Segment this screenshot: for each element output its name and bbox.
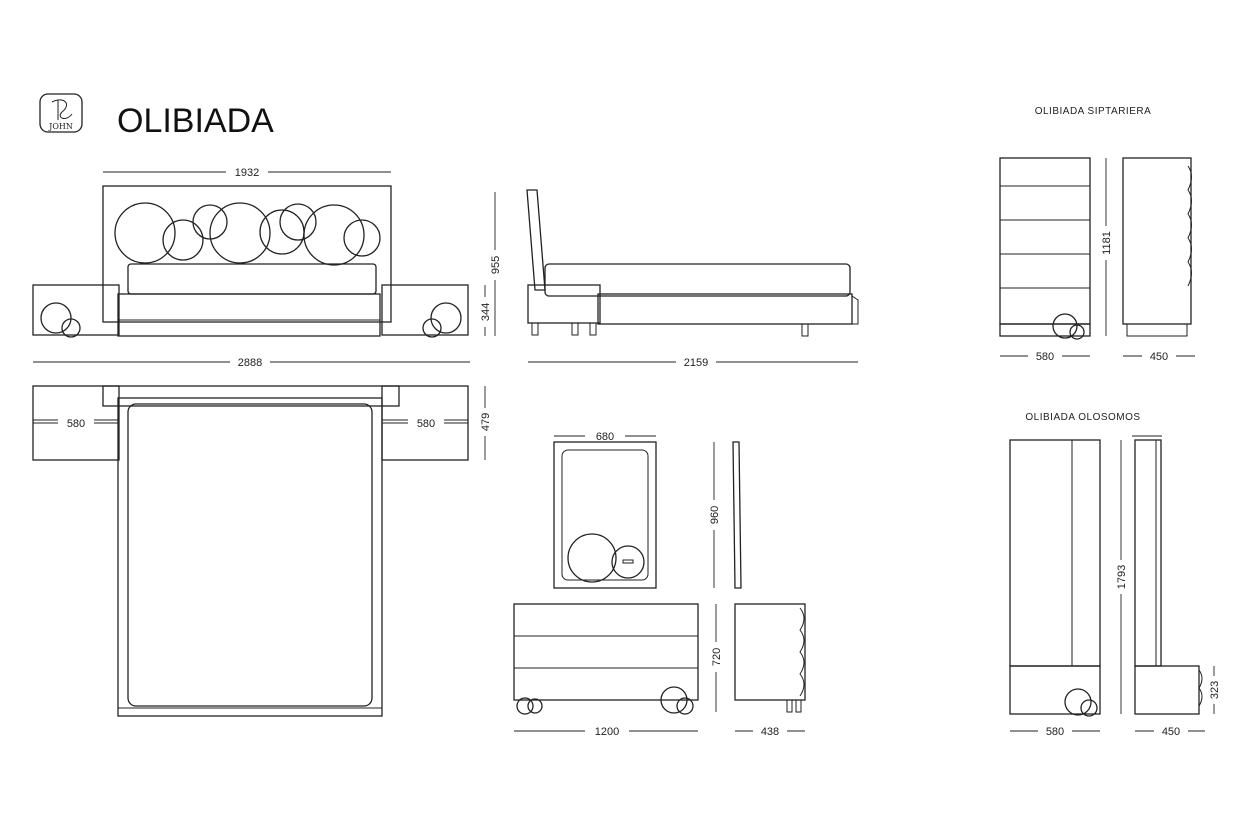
dim-wardrobe-width: 580 — [1046, 726, 1064, 738]
bed-side-view: 2159 — [526, 189, 859, 369]
dim-chest-height: 1181 — [1101, 231, 1113, 255]
dim-chest-depth: 450 — [1150, 351, 1168, 363]
dim-nightstand-width-right: 580 — [417, 418, 435, 430]
dim-wardrobe-height: 1793 — [1116, 565, 1128, 589]
dim-dresser-height: 720 — [711, 648, 723, 666]
dim-nightstand-width-left: 580 — [67, 418, 85, 430]
bed-top-view: 580 580 479 — [32, 385, 492, 717]
wardrobe-views: OLIBIADA OLOSOMOS 1793 323 580 450 — [1009, 412, 1221, 738]
dim-bed-length: 2159 — [684, 357, 708, 369]
dim-wardrobe-depth: 450 — [1162, 726, 1180, 738]
bed-front-view: 1932 955 344 2888 — [32, 165, 502, 369]
dim-nightstand-height: 344 — [480, 303, 492, 321]
chest-label: OLIBIADA SIPTARIERA — [1035, 106, 1152, 117]
dim-wardrobe-base-height: 323 — [1209, 681, 1221, 699]
dim-dresser-depth: 438 — [761, 726, 779, 738]
dim-headboard-height: 955 — [490, 256, 502, 274]
dim-chest-width: 580 — [1036, 351, 1054, 363]
dim-nightstand-depth: 479 — [480, 413, 492, 431]
wardrobe-label: OLIBIADA OLOSOMOS — [1025, 412, 1140, 423]
brand-logo-icon: JOHN — [39, 93, 83, 133]
chest-views: OLIBIADA SIPTARIERA 1181 580 450 — [999, 106, 1195, 363]
dim-headboard-width: 1932 — [235, 167, 259, 179]
logo-text: JOHN — [48, 122, 73, 131]
mirror-views: 680 960 — [553, 429, 742, 589]
dim-dresser-width: 1200 — [595, 726, 619, 738]
dresser-views: 720 1200 438 — [513, 603, 806, 738]
dim-total-width: 2888 — [238, 357, 262, 369]
dim-mirror-width: 680 — [596, 431, 614, 443]
dim-mirror-height: 960 — [709, 506, 721, 524]
page-title: OLIBIADA — [117, 102, 274, 140]
